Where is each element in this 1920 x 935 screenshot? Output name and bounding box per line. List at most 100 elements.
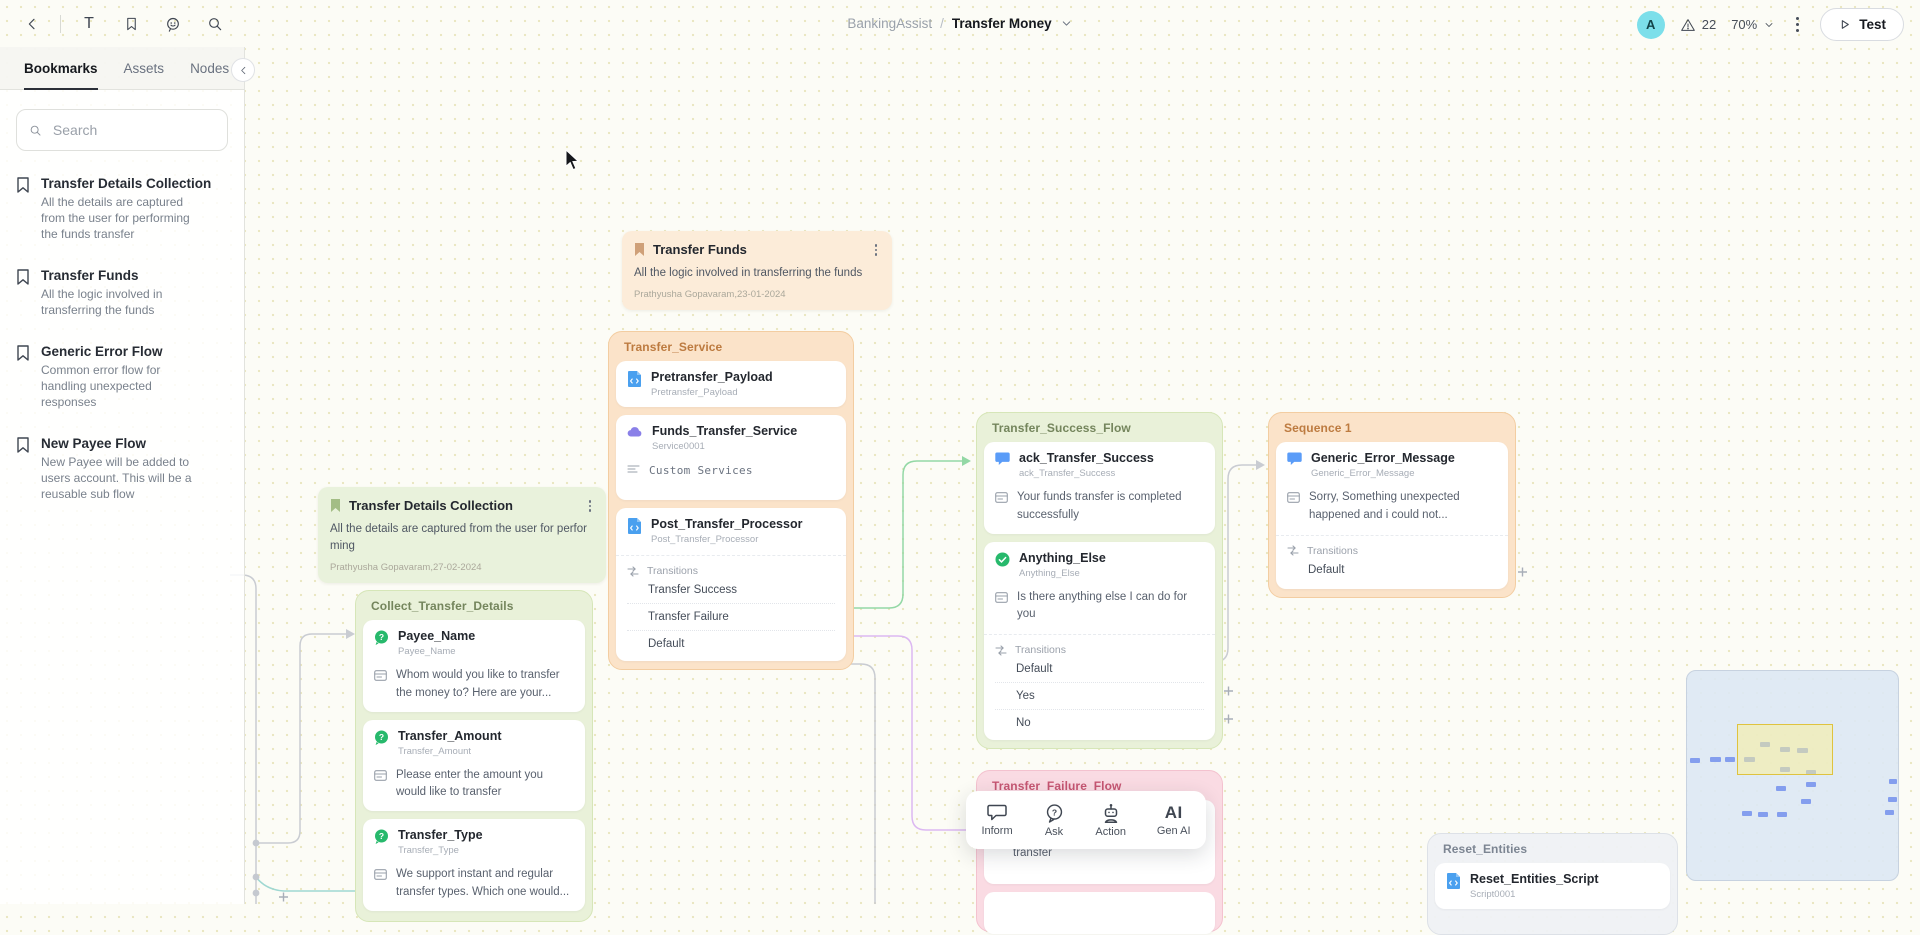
zoom-level: 70%: [1731, 17, 1758, 32]
node-pretransfer-payload[interactable]: Pretransfer_Payload Pretransfer_Payload: [616, 361, 846, 407]
tab-nodes[interactable]: Nodes: [190, 60, 230, 76]
minimap[interactable]: [1686, 670, 1899, 881]
test-button[interactable]: Test: [1820, 8, 1904, 41]
divider: [984, 634, 1215, 636]
transitions-icon: [1287, 545, 1299, 556]
divider: [616, 555, 846, 556]
bookmark-icon: [17, 177, 29, 193]
message-card-icon: [374, 869, 387, 881]
group-title: Transfer_Success_Flow: [992, 421, 1131, 435]
bookmark-item[interactable]: New Payee Flow New Payee will be added t…: [16, 436, 228, 503]
transition-default[interactable]: Default: [1016, 663, 1053, 676]
bookmark-tool-button[interactable]: [117, 10, 145, 38]
bookmark-icon: [17, 345, 29, 361]
tab-bookmarks[interactable]: Bookmarks: [24, 47, 98, 90]
svg-text:?: ?: [379, 831, 384, 841]
bookmark-icon: [126, 17, 136, 31]
node-gen-name: Generic_Error_Message: [1311, 468, 1415, 479]
minimap-nodes: [1690, 742, 1897, 817]
message-card-icon: [995, 591, 1008, 603]
gen-ai-tool-button[interactable]: AI Gen AI: [1153, 801, 1195, 839]
transition-default[interactable]: Default: [1308, 563, 1345, 576]
minimap-viewport[interactable]: [1737, 724, 1833, 775]
play-icon: [1842, 20, 1850, 29]
node-title: Transfer_Amount: [398, 728, 502, 743]
node-title: Transfer_Type: [398, 828, 483, 843]
node-ack-transfer-success[interactable]: ack_Transfer_Success ack_Transfer_Succes…: [984, 442, 1215, 534]
bookmark-title: New Payee Flow: [41, 435, 147, 451]
node-anything-else[interactable]: Anything_Else Anything_Else Is there any…: [984, 541, 1215, 741]
comment-tool-button[interactable]: [159, 10, 187, 38]
node-message: We support instant and regular transfer …: [396, 868, 570, 899]
svg-text:?: ?: [379, 632, 384, 642]
bookmark-item[interactable]: Transfer Details Collection All the deta…: [16, 176, 228, 243]
service-type-value: Custom Services: [649, 464, 753, 477]
message-bubble-icon: [1287, 452, 1302, 465]
tab-assets[interactable]: Assets: [123, 60, 165, 76]
sidebar-collapse-button[interactable]: [231, 58, 255, 82]
bookmark-item[interactable]: Generic Error Flow Common error flow for…: [16, 344, 228, 411]
transitions-label: Transitions: [1015, 644, 1066, 657]
node-title: Funds_Transfer_Service: [652, 424, 798, 438]
more-options-button[interactable]: [1790, 11, 1805, 37]
node-message-partial: transfer: [1013, 847, 1052, 859]
node-transfer-amount[interactable]: ? Transfer_Amount Transfer_Amount Please…: [363, 719, 585, 812]
chevron-down-icon[interactable]: [1060, 17, 1073, 30]
node-gen-name: Pretransfer_Payload: [651, 387, 738, 398]
warnings-indicator[interactable]: 22: [1680, 17, 1716, 33]
ask-tool-button[interactable]: ? Ask: [1040, 801, 1069, 840]
transition-yes[interactable]: Yes: [995, 682, 1204, 709]
zoom-control[interactable]: 70%: [1731, 17, 1775, 32]
node-reset-entities-script[interactable]: Reset_Entities_Script Script0001: [1435, 863, 1670, 909]
search-tool-button[interactable]: [201, 10, 229, 38]
inform-tool-button[interactable]: Inform: [977, 801, 1016, 839]
note-author: Prathyusha Gopavaram,23-01-2024: [634, 288, 786, 300]
group-reset-entities[interactable]: Reset_Entities Reset_Entities_Script Scr…: [1427, 833, 1678, 935]
question-bubble-icon: ?: [375, 630, 388, 645]
transitions-label: Transitions: [1307, 544, 1358, 557]
node-transfer-type[interactable]: ? Transfer_Type Transfer_Type We support…: [363, 819, 585, 911]
node-message: Your funds transfer is completed success…: [1017, 491, 1182, 521]
node-message: Is there anything else I can do for you: [1017, 590, 1188, 621]
gen-ai-icon: AI: [1164, 803, 1183, 822]
node-hidden-card[interactable]: [984, 892, 1215, 934]
note-menu-button[interactable]: [872, 241, 881, 259]
node-title: Anything_Else: [1019, 550, 1106, 565]
topbar-right: A 22 70% Test: [1636, 8, 1904, 41]
avatar[interactable]: A: [1636, 10, 1665, 39]
transition-transfer-failure[interactable]: Transfer Failure: [627, 603, 835, 630]
transition-default[interactable]: Default: [627, 630, 835, 657]
node-generic-error-message[interactable]: Generic_Error_Message Generic_Error_Mess…: [1276, 442, 1508, 589]
back-button[interactable]: [18, 10, 46, 38]
group-collect-transfer-details[interactable]: Collect_Transfer_Details ? Payee_Name Pa…: [355, 590, 593, 922]
node-post-transfer-processor[interactable]: Post_Transfer_Processor Post_Transfer_Pr…: [616, 508, 846, 661]
action-tool-button[interactable]: Action: [1091, 801, 1130, 840]
message-card-icon: [995, 492, 1008, 503]
node-title: ack_Transfer_Success: [1019, 451, 1154, 465]
note-transfer-funds[interactable]: Transfer Funds All the logic involved in…: [622, 231, 892, 310]
text-tool-button[interactable]: T: [75, 10, 103, 38]
note-transfer-details-collection[interactable]: Transfer Details Collection All the deta…: [318, 487, 606, 583]
message-bubble-icon: [995, 452, 1010, 465]
comment-smiley-icon: [167, 17, 179, 32]
bookmark-description: All the logic involved in transferring t…: [41, 286, 163, 317]
bookmark-title: Generic Error Flow: [41, 343, 163, 359]
question-bubble-icon: ?: [375, 829, 388, 845]
group-transfer-service[interactable]: Transfer_Service Pretransfer_Payload Pre…: [608, 331, 854, 670]
breadcrumb-project[interactable]: BankingAssist: [847, 15, 933, 31]
note-title: Transfer Details Collection: [349, 498, 513, 514]
node-gen-name: Payee_Name: [398, 646, 456, 657]
search-input[interactable]: [50, 121, 215, 139]
node-gen-name: Transfer_Amount: [398, 745, 472, 757]
node-funds-transfer-service[interactable]: Funds_Transfer_Service Service0001 Custo…: [616, 415, 846, 500]
node-title: Reset_Entities_Script: [1470, 872, 1599, 886]
transition-transfer-success[interactable]: Transfer Success: [648, 584, 738, 596]
group-transfer-success-flow[interactable]: Transfer_Success_Flow ack_Transfer_Succe…: [976, 412, 1223, 750]
breadcrumb-flow[interactable]: Transfer Money: [951, 15, 1052, 31]
group-sequence-1[interactable]: Sequence 1 Generic_Error_Message Generic…: [1268, 412, 1516, 598]
note-menu-button[interactable]: [586, 497, 595, 515]
search-icon: [30, 125, 41, 136]
transition-no[interactable]: No: [995, 709, 1204, 736]
node-payee-name[interactable]: ? Payee_Name Payee_Name Whom would you l…: [363, 620, 585, 712]
bookmark-item[interactable]: Transfer Funds All the logic involved in…: [16, 268, 228, 319]
